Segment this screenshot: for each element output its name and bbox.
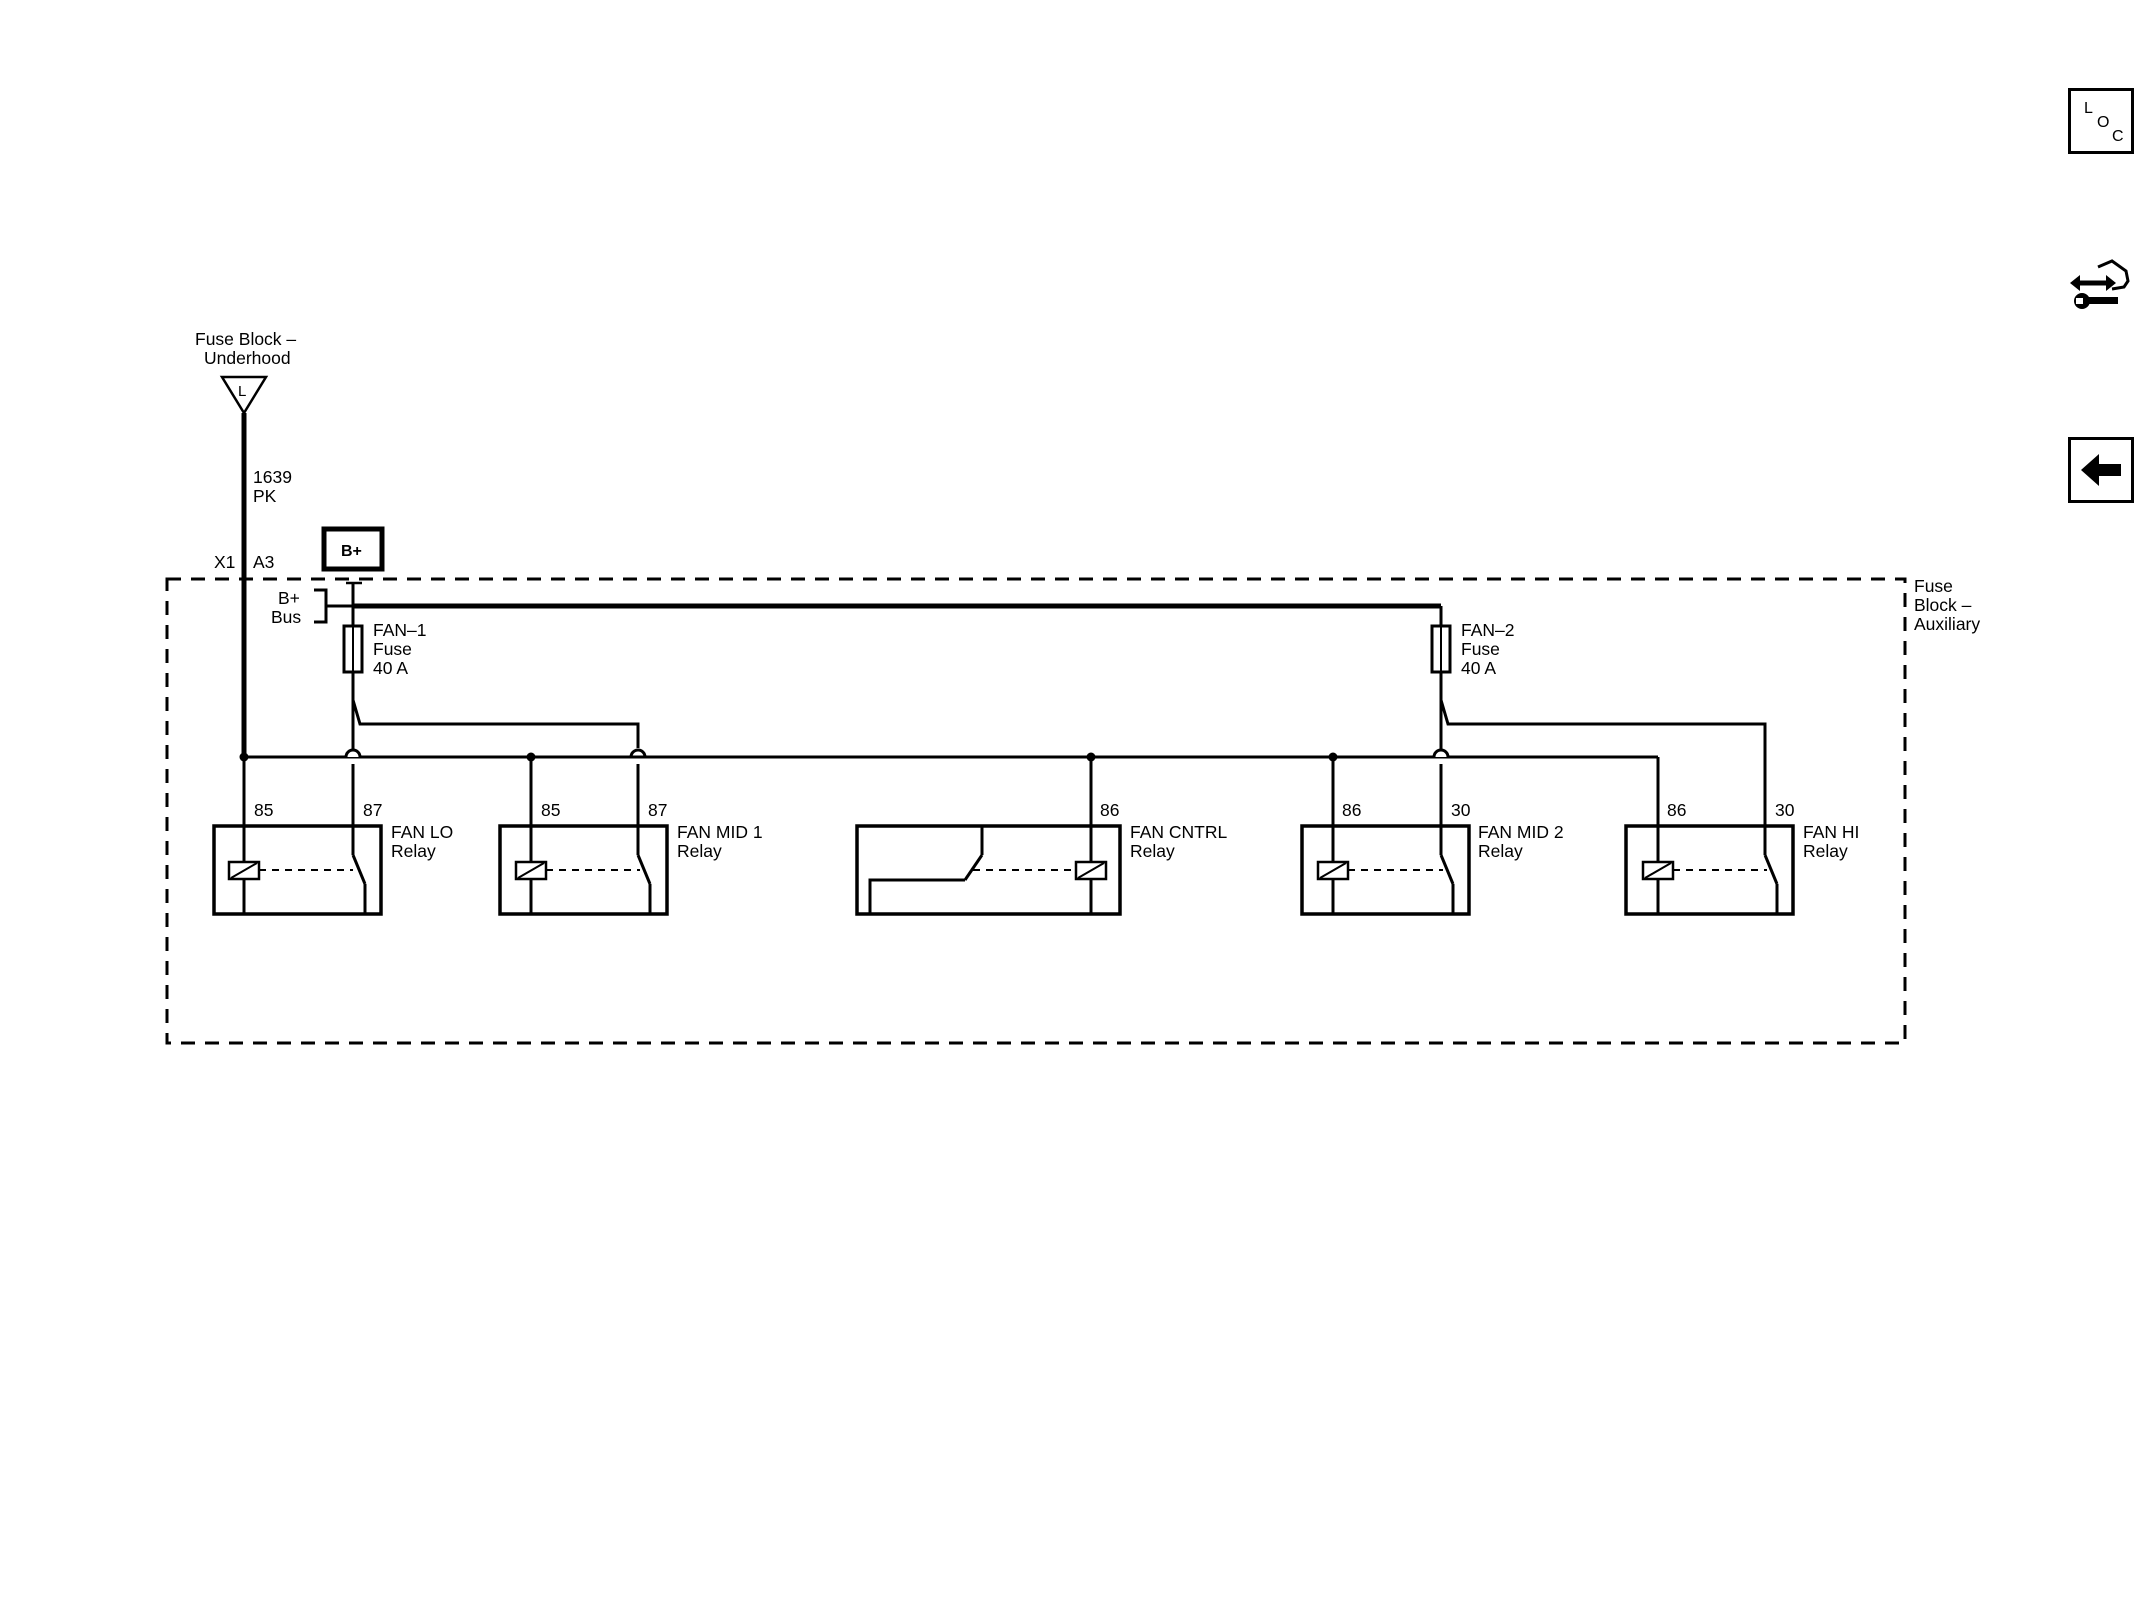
bus-bracket bbox=[314, 588, 328, 624]
relay-name: FAN CNTRL bbox=[1130, 822, 1228, 842]
bus-label-line1: B+ bbox=[278, 588, 300, 608]
back-arrow-icon[interactable] bbox=[2068, 437, 2134, 503]
relay-name: FAN MID 1 bbox=[677, 822, 763, 842]
pin-label: 86 bbox=[1100, 800, 1119, 820]
source-name-line2: Underhood bbox=[204, 348, 291, 368]
relay-type: Relay bbox=[1130, 841, 1175, 861]
back-arrow-glyph bbox=[2081, 454, 2121, 486]
svg-text:O: O bbox=[2097, 114, 2109, 131]
relay-name: FAN HI bbox=[1803, 822, 1859, 842]
fuse-block-label-line2: Block – bbox=[1914, 595, 1972, 615]
wrench-arrow-glyph bbox=[2070, 259, 2130, 309]
connector-pin-label: A3 bbox=[253, 552, 274, 572]
pin-label: 85 bbox=[541, 800, 560, 820]
fuse-block-auxiliary-boundary bbox=[165, 577, 1907, 1045]
relay-fan-hi bbox=[1624, 824, 1795, 916]
fan2-output-wire bbox=[1439, 699, 1767, 826]
pin-label: 30 bbox=[1451, 800, 1471, 820]
pin-label: 87 bbox=[648, 800, 667, 820]
pin-label: 85 bbox=[254, 800, 273, 820]
pin-label: 86 bbox=[1342, 800, 1361, 820]
svg-text:C: C bbox=[2112, 128, 2124, 145]
fan2-fuse-type: Fuse bbox=[1461, 639, 1500, 659]
pin-label: 87 bbox=[363, 800, 382, 820]
bus-label-line2: Bus bbox=[271, 607, 301, 627]
fuse-block-label-line3: Auxiliary bbox=[1914, 614, 1980, 634]
bplus-tag-label: B+ bbox=[341, 543, 362, 560]
connector-id-label: X1 bbox=[214, 552, 235, 572]
relay-type: Relay bbox=[391, 841, 436, 861]
relay-fan-cntrl bbox=[855, 824, 1122, 916]
fan1-fuse-type: Fuse bbox=[373, 639, 412, 659]
source-name-line1: Fuse Block – bbox=[195, 329, 296, 349]
bplus-tag-box bbox=[321, 526, 385, 572]
svg-text:L: L bbox=[2084, 100, 2093, 117]
pin-label: 86 bbox=[1667, 800, 1686, 820]
fan1-fuse-name: FAN–1 bbox=[373, 620, 427, 640]
relay-type: Relay bbox=[1803, 841, 1848, 861]
loc-icon[interactable]: L O C bbox=[2068, 88, 2134, 154]
loc-glyph: L O C bbox=[2084, 100, 2124, 145]
fan2-fuse-rating: 40 A bbox=[1461, 658, 1496, 678]
source-terminal-symbol bbox=[219, 375, 269, 416]
wire-circuit-label: 1639 bbox=[253, 467, 292, 487]
fan1-output-wire bbox=[351, 699, 640, 748]
fan1-fuse-rating: 40 A bbox=[373, 658, 408, 678]
fuse-block-label-line1: Fuse bbox=[1914, 576, 1953, 596]
pin-label: 30 bbox=[1775, 800, 1795, 820]
wire-color-label: PK bbox=[253, 486, 277, 506]
relay-fan-mid2 bbox=[1300, 824, 1471, 916]
relay-name: FAN MID 2 bbox=[1478, 822, 1564, 842]
fan2-fuse-name: FAN–2 bbox=[1461, 620, 1515, 640]
relay-fan-mid1 bbox=[498, 824, 669, 916]
relay-fan-lo bbox=[212, 824, 383, 916]
component-views-icon[interactable] bbox=[2068, 257, 2134, 323]
relay-name: FAN LO bbox=[391, 822, 453, 842]
source-terminal-label: L bbox=[238, 383, 246, 400]
relay-type: Relay bbox=[1478, 841, 1523, 861]
relay-type: Relay bbox=[677, 841, 722, 861]
